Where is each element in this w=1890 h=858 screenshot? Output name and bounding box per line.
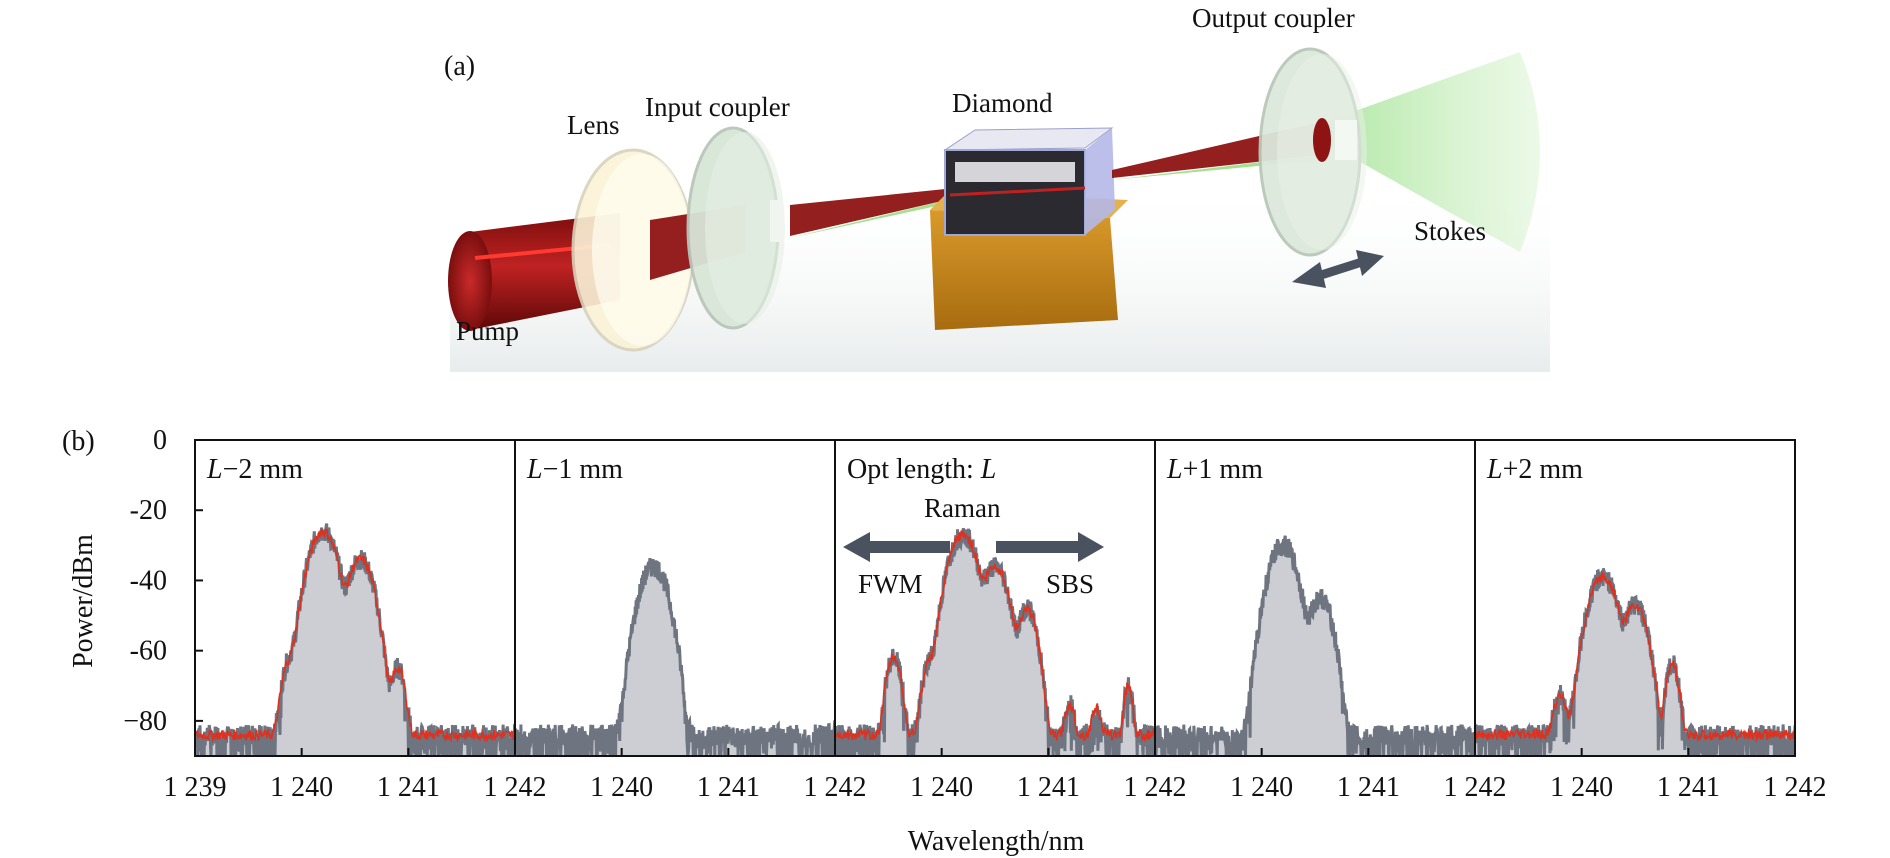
spectrum-fill — [1155, 535, 1475, 756]
spectrum-fill — [835, 528, 1155, 756]
x-tick-label: 1 239 — [164, 772, 227, 803]
y-tick-label: −80 — [123, 706, 167, 737]
spectrum-fill — [195, 523, 515, 756]
panel-title: L−2 mm — [206, 454, 303, 485]
spectrum-fit-line — [1475, 571, 1795, 743]
x-tick-label: 1 242 — [804, 772, 867, 803]
y-axis-title: Power/dBm — [68, 534, 99, 668]
y-axis-ticks: 0 -20 -40 -60 −80 — [123, 425, 203, 737]
panel-a: (a) — [444, 3, 1550, 372]
spectrum-panel: Opt length: L — [834, 439, 1156, 757]
x-tick-label: 1 241 — [1337, 772, 1400, 803]
x-tick-label: 1 242 — [1764, 772, 1827, 803]
x-tick-label: 1 242 — [484, 772, 547, 803]
x-tick-label: 1 241 — [377, 772, 440, 803]
x-tick-label: 1 240 — [1230, 772, 1293, 803]
x-tick-label: 1 240 — [910, 772, 973, 803]
x-tick-label: 1 240 — [1550, 772, 1613, 803]
x-tick-label: 1 242 — [1444, 772, 1507, 803]
spectrum-fit-line — [835, 529, 1155, 742]
y-tick-label: -60 — [130, 636, 167, 667]
annotation-raman: Raman — [924, 493, 1001, 523]
x-axis-title: Wavelength/nm — [908, 826, 1085, 857]
x-tick-label: 1 241 — [1017, 772, 1080, 803]
intracavity-beam-1 — [790, 188, 955, 236]
label-input-coupler: Input coupler — [645, 92, 790, 122]
spectrum-measured-line — [1475, 568, 1795, 756]
panel-b: (b) Power/dBm Wavelength/nm 0 -20 -40 -60 −8… — [62, 425, 1827, 857]
spectrum-panel: L+2 mm — [1474, 439, 1796, 757]
lens — [571, 148, 695, 352]
spectrum-fit-line — [195, 526, 515, 743]
label-diamond: Diamond — [952, 88, 1053, 118]
spectrum-fill — [515, 558, 835, 756]
output-coupler — [1258, 47, 1367, 257]
raman-annotation: Raman FWM SBS — [843, 493, 1104, 599]
spectrum-panel: L+1 mm — [1154, 439, 1476, 757]
panel-title: L−1 mm — [526, 454, 623, 485]
y-tick-label: -40 — [130, 565, 167, 596]
spectrum-panel: L−1 mm — [514, 439, 836, 757]
input-coupler — [686, 126, 792, 330]
x-tick-label: 1 241 — [1657, 772, 1720, 803]
annotation-sbs: SBS — [1046, 569, 1094, 599]
translation-arrow — [1292, 250, 1384, 288]
y-tick-label: 0 — [153, 425, 167, 456]
panel-title: L+2 mm — [1486, 454, 1583, 485]
panel-title: Opt length: L — [847, 454, 996, 485]
label-pump: Pump — [456, 316, 519, 346]
x-tick-label: 1 240 — [270, 772, 333, 803]
spectrum-measured-line — [515, 557, 835, 756]
x-axis-ticks: 1 239 1 240 1 241 1 242 1 240 1 241 1 242 1 240… — [164, 772, 1827, 803]
y-tick-label: -20 — [130, 495, 167, 526]
spectrum-panel: L−2 mm — [194, 439, 516, 757]
spectrum-measured-line — [1155, 535, 1475, 756]
x-tick-label: 1 242 — [1124, 772, 1187, 803]
label-stokes: Stokes — [1414, 216, 1486, 246]
panel-b-label: (b) — [62, 426, 95, 457]
spectrum-fill — [1475, 568, 1795, 756]
stokes-beam-cone — [1330, 52, 1540, 252]
x-tick-label: 1 241 — [697, 772, 760, 803]
annotation-fwm: FWM — [858, 569, 923, 599]
panel-title: L+1 mm — [1166, 454, 1263, 485]
diamond-crystal — [930, 127, 1128, 330]
label-lens: Lens — [567, 110, 619, 140]
panel-a-label: (a) — [444, 51, 475, 82]
panel-frame — [1474, 439, 1796, 757]
spectra-panels: L−2 mm L−1 mm Opt length: L L+1 mm L+2 mm — [194, 439, 1796, 757]
x-tick-label: 1 240 — [590, 772, 653, 803]
label-output-coupler: Output coupler — [1192, 3, 1355, 33]
